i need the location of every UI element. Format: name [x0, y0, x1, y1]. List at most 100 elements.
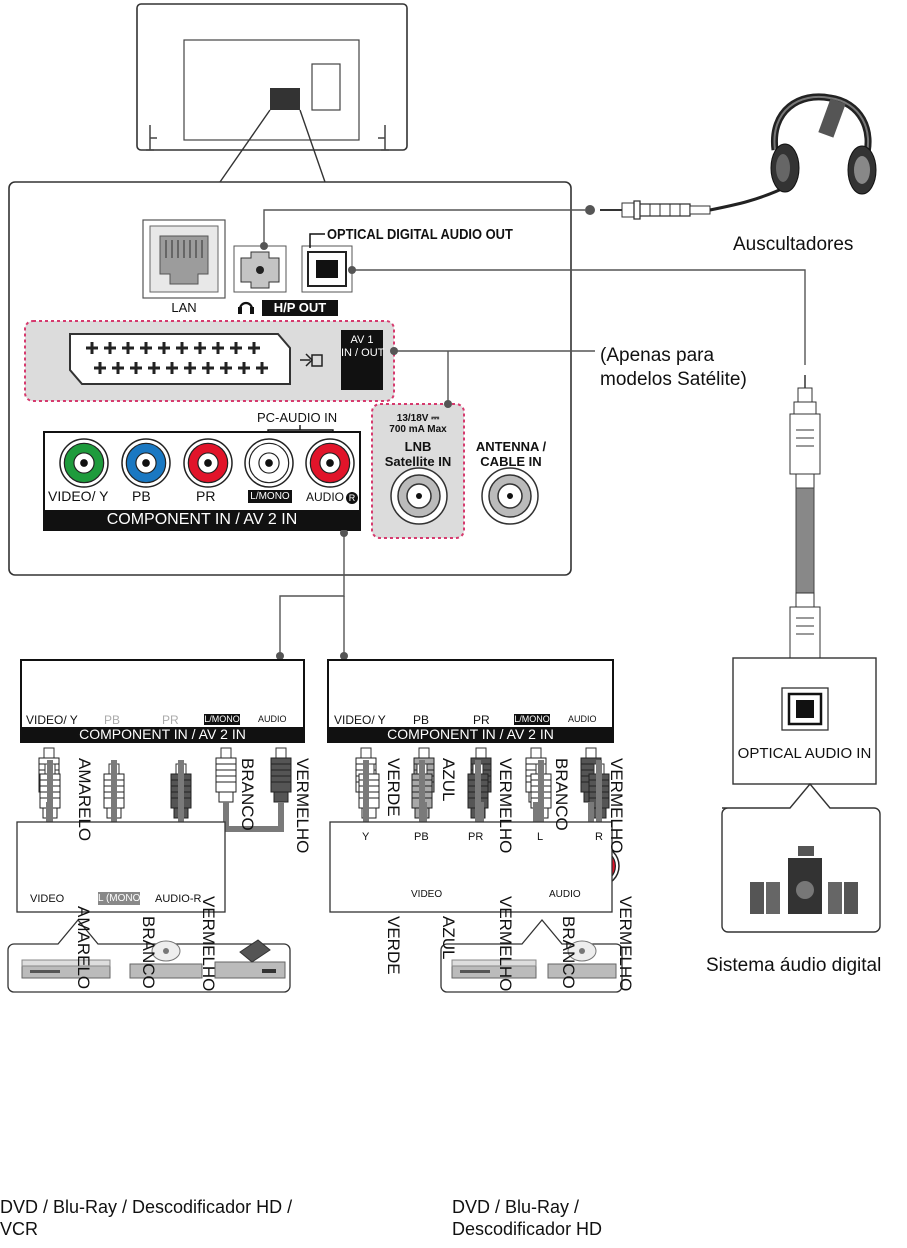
right-device-y-label: Y [362, 831, 370, 843]
left-devices-caption: DVD / Blu-Ray / Descodificador HD / VCR [0, 1196, 292, 1240]
scart-pin [202, 362, 214, 374]
left-panel-dot [276, 652, 284, 660]
video-y-label: VIDEO/ Y [48, 488, 109, 504]
left-panel-bar: COMPONENT IN / AV 2 IN [21, 727, 304, 742]
audio-r-jack[interactable] [305, 438, 355, 488]
headphone-icon [238, 301, 254, 314]
right-lower-cable-2: AZUL [439, 916, 458, 960]
left-caption-line2: VCR [0, 1219, 39, 1239]
scart-pin [130, 362, 142, 374]
left-pb-label: PB [104, 713, 121, 727]
right-device-r-label: R [595, 831, 603, 843]
right-caption-line2: Descodificador HD [452, 1219, 603, 1239]
right-panel-bar: COMPONENT IN / AV 2 IN [328, 727, 613, 742]
satellite-note-line1: (Apenas para [600, 345, 715, 366]
right-upper-cable-1: VERDE [384, 758, 403, 817]
left-lmono-label: L/MONO [204, 714, 240, 725]
right-lower-cable-4: BRANCO [559, 916, 578, 989]
video-y-jack[interactable] [59, 438, 109, 488]
digital-audio-caption: Sistema áudio digital [706, 955, 882, 976]
av1-line1: AV 1 [350, 334, 374, 346]
right-upper-cable-5: VERMELHO [607, 758, 626, 854]
left-lower-cable-3: VERMELHO [199, 896, 218, 992]
antenna-line1: ANTENNA / [475, 439, 547, 454]
av1-label: AV 1 IN / OUT [341, 334, 385, 360]
right-device-l-label: L [537, 831, 544, 843]
scart-pin [94, 362, 106, 374]
lan-label: LAN [171, 300, 197, 315]
lnb-power-line1: 13/18V ⎓ [396, 413, 440, 424]
speaker-system-icon [750, 846, 858, 914]
component-out-dot [340, 529, 348, 537]
left-audio-r-label: AUDIO [258, 714, 287, 724]
lnb-power-label: 13/18V ⎓ 700 mA Max [376, 413, 460, 435]
lnb-satellite-jack[interactable] [390, 467, 448, 525]
scart-pin [194, 342, 206, 354]
component-bar-label: COMPONENT IN / AV 2 IN [44, 510, 360, 530]
optical-out-dot [348, 266, 356, 274]
right-upper-cable-2: AZUL [439, 758, 458, 802]
antenna-label: ANTENNA / CABLE IN [468, 439, 554, 469]
right-devices-caption: DVD / Blu-Ray / Descodificador HD [452, 1196, 602, 1240]
l-mono-jack[interactable] [244, 438, 294, 488]
left-lower-cable-2: BRANCO [139, 916, 158, 989]
right-devices-callout [440, 918, 623, 993]
left-caption-line1: DVD / Blu-Ray / Descodificador HD / [0, 1197, 293, 1217]
pb-jack[interactable] [121, 438, 171, 488]
signal-lines [263, 209, 806, 654]
av1-dot [390, 347, 398, 355]
right-device-pb-label: PB [414, 831, 429, 843]
lan-port[interactable] [142, 219, 226, 299]
left-device-audio-label: AUDIO-R [155, 893, 202, 905]
right-pb-label: PB [413, 713, 430, 727]
headphone-plug-dot [585, 205, 595, 215]
scart-pin [238, 362, 250, 374]
right-lower-cable-5: VERMELHO [616, 896, 635, 992]
av1-badge [341, 330, 383, 390]
pc-audio-label: PC-AUDIO IN [257, 410, 338, 425]
right-caption-line1: DVD / Blu-Ray / [452, 1197, 580, 1217]
optical-out-port[interactable] [301, 233, 353, 293]
lnb-label: LNB Satellite IN [376, 439, 460, 469]
scart-pin [122, 342, 134, 354]
pr-jack[interactable] [183, 438, 233, 488]
headphone-out-port[interactable] [233, 245, 287, 293]
right-device-audio-label: AUDIO [546, 889, 584, 900]
right-device-video-label: VIDEO [408, 889, 446, 900]
audio-r-text: AUDIO [306, 490, 345, 504]
right-upper-cable-4: BRANCO [552, 758, 571, 831]
scart-pin [158, 342, 170, 354]
satellite-note: (Apenas para modelos Satélite) [600, 344, 747, 392]
left-device-lmono-label: L (MONO) [98, 892, 144, 905]
lnb-power-line2: 700 mA Max [389, 424, 447, 435]
scart-pin [86, 342, 98, 354]
scart-pin [104, 342, 116, 354]
optical-in-port[interactable] [781, 687, 829, 731]
right-upper-cable-3: VERMELHO [496, 758, 515, 854]
right-lower-cable-1: VERDE [384, 916, 403, 975]
scart-pin [212, 342, 224, 354]
av1-line2: IN / OUT [341, 347, 385, 359]
tv-back-illustration [136, 3, 408, 183]
headphones-caption: Auscultadores [733, 234, 854, 255]
lnb-dot [444, 400, 452, 408]
left-device-video-label: VIDEO [30, 893, 65, 905]
right-video-y-label: VIDEO/ Y [334, 713, 386, 727]
bluray-player-icon [129, 940, 203, 979]
scart-pin [148, 362, 160, 374]
right-lower-cable-3: VERMELHO [496, 896, 515, 992]
left-video-y-label: VIDEO/ Y [26, 713, 78, 727]
pb-label: PB [132, 488, 151, 504]
scart-pin [140, 342, 152, 354]
optical-out-label: OPTICAL DIGITAL AUDIO OUT [327, 226, 513, 243]
left-upper-plug-2 [270, 747, 292, 803]
right-panel-dot [340, 652, 348, 660]
scart-port[interactable] [69, 333, 291, 385]
lmono-label: L/MONO [248, 490, 292, 503]
right-pr-label: PR [473, 713, 490, 727]
lnb-line2: Satellite IN [384, 454, 452, 469]
antenna-cable-jack[interactable] [481, 467, 539, 525]
scart-pin [256, 362, 268, 374]
right-audio-r-label: AUDIO [568, 714, 597, 724]
